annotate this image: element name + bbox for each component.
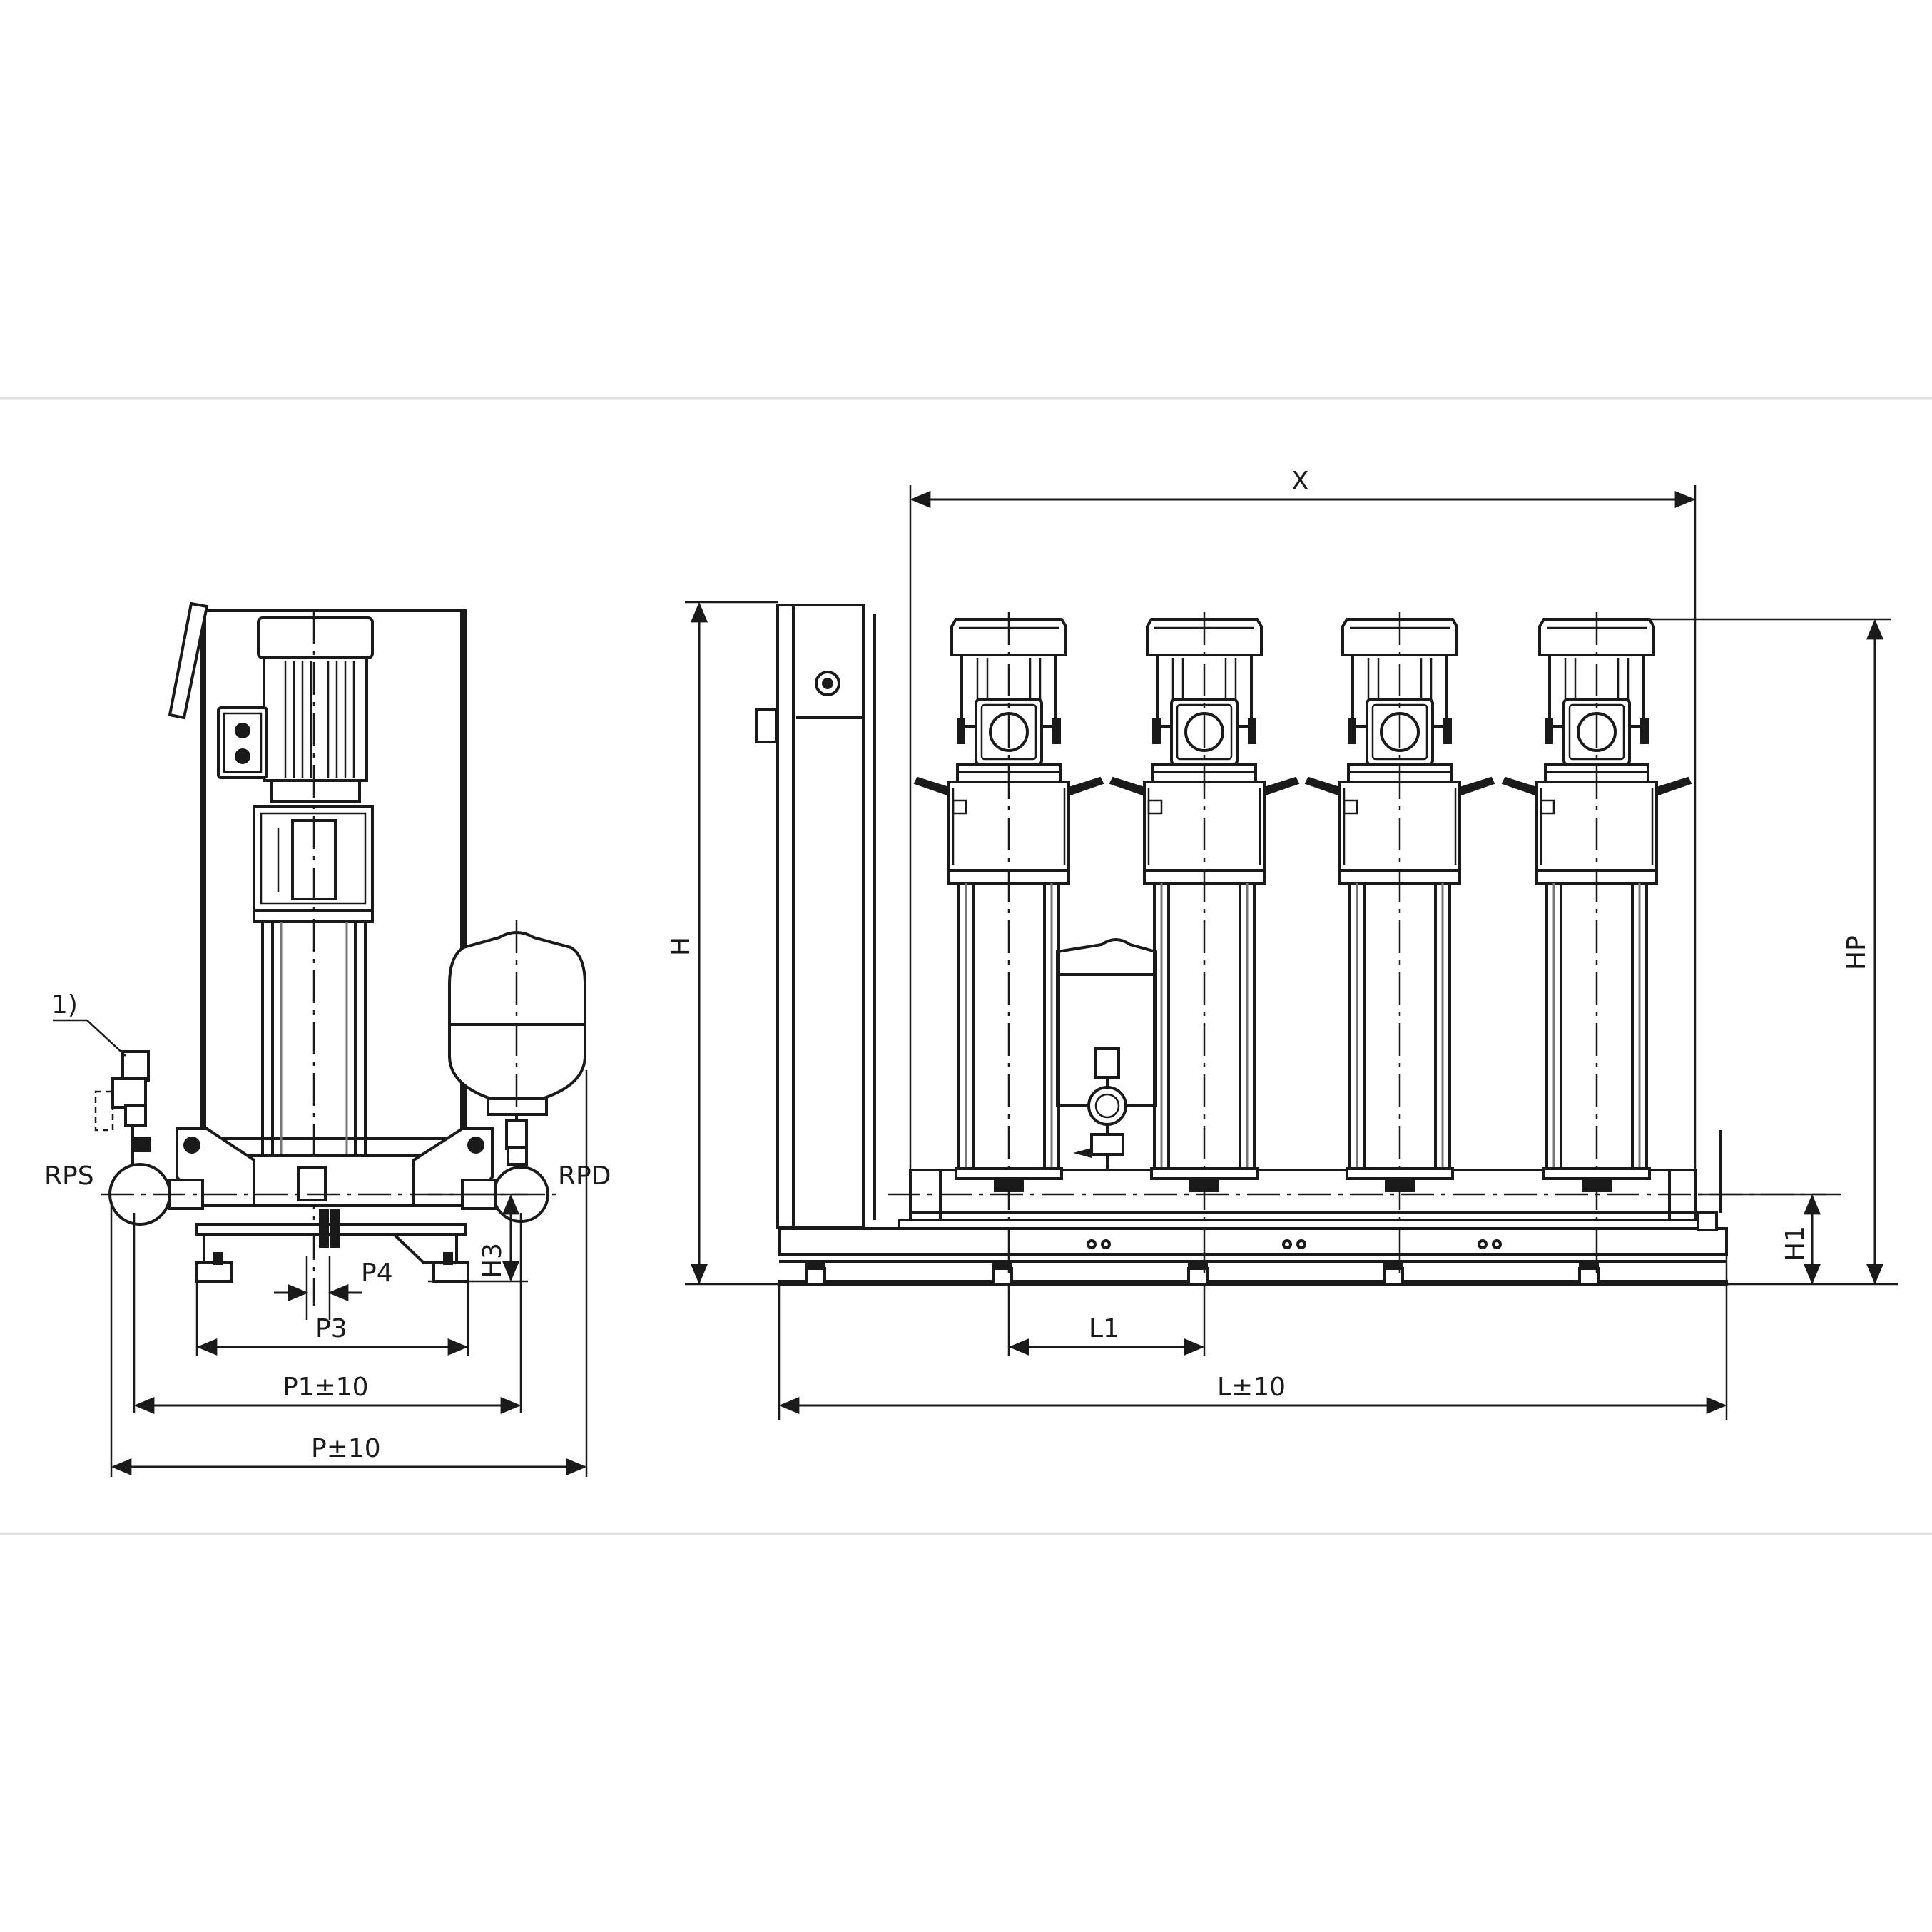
h1-label: H1 bbox=[1781, 1226, 1810, 1261]
l1-label: L1 bbox=[1089, 1314, 1119, 1343]
l-label: L±10 bbox=[1217, 1373, 1286, 1402]
p4-label: P4 bbox=[361, 1259, 393, 1288]
x-label: X bbox=[1291, 467, 1309, 496]
h3-label: H3 bbox=[478, 1243, 507, 1278]
side-view bbox=[94, 601, 586, 1306]
dimensions bbox=[53, 485, 1898, 1477]
p-label: P±10 bbox=[311, 1434, 381, 1463]
p1-label: P1±10 bbox=[283, 1373, 369, 1402]
rpd-label: RPD bbox=[558, 1161, 611, 1191]
note-1-label: 1) bbox=[51, 990, 78, 1020]
p3-label: P3 bbox=[315, 1314, 347, 1343]
h-label: H bbox=[666, 937, 696, 956]
rps-label: RPS bbox=[44, 1161, 94, 1191]
hp-label: HP bbox=[1842, 935, 1871, 970]
front-view bbox=[755, 604, 1826, 1286]
labels: 1) RPS RPD H3 P4 P3 P1±10 P±10 X H HP H1… bbox=[44, 467, 1871, 1463]
